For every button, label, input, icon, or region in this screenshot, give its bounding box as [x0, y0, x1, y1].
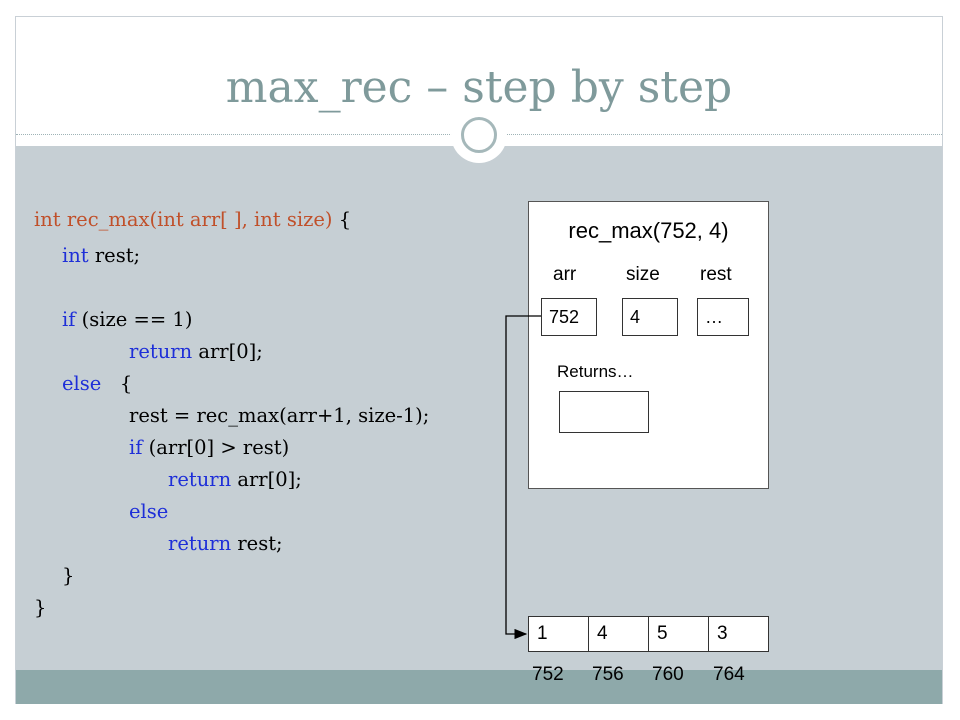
code-text: }	[62, 564, 75, 587]
code-line: else {	[62, 368, 132, 399]
code-text: {	[338, 208, 352, 231]
stack-frame-box	[528, 201, 769, 489]
memory-address-0: 752	[532, 664, 564, 685]
var-label-size: size	[626, 264, 660, 285]
code-keyword: int	[62, 244, 89, 267]
code-text: rest;	[88, 244, 141, 267]
code-text: rest = rec_max(arr+1, size-1);	[129, 404, 430, 427]
content-area	[16, 146, 942, 670]
code-keyword: return	[168, 468, 232, 491]
code-line: return rest;	[168, 528, 283, 559]
code-line: if (size == 1)	[62, 304, 192, 335]
memory-cell-3: 3	[708, 616, 769, 652]
code-keyword: if	[62, 308, 76, 331]
code-line: rest = rec_max(arr+1, size-1);	[129, 400, 429, 431]
footer-bar	[16, 670, 942, 704]
code-text: (arr[0] > rest)	[142, 436, 290, 459]
memory-cell-0: 1	[528, 616, 589, 652]
code-line: if (arr[0] > rest)	[129, 432, 289, 463]
returns-label: Returns…	[557, 362, 634, 381]
code-line: }	[62, 560, 74, 591]
var-label-rest: rest	[700, 264, 732, 285]
memory-cell-1: 4	[588, 616, 649, 652]
code-text: rest;	[231, 532, 283, 555]
code-text: (size == 1)	[75, 308, 193, 331]
var-cell-arr: 752	[541, 298, 597, 336]
code-text: }	[34, 596, 47, 619]
code-keyword: return	[129, 340, 193, 363]
code-keyword: else	[62, 372, 102, 395]
code-line: return arr[0];	[168, 464, 302, 495]
code-text: {	[101, 372, 133, 395]
var-cell-size: 4	[622, 298, 678, 336]
code-text: arr[0];	[192, 340, 263, 363]
memory-cell-2: 5	[648, 616, 709, 652]
code-line: int rest;	[62, 240, 140, 271]
code-text: arr[0];	[231, 468, 302, 491]
slide-title: max_rec – step by step	[225, 62, 733, 113]
code-keyword: if	[129, 436, 143, 459]
return-value-box	[559, 391, 649, 433]
code-line: }	[34, 592, 46, 623]
memory-address-1: 756	[592, 664, 624, 685]
code-line: return arr[0];	[129, 336, 263, 367]
var-label-arr: arr	[553, 264, 577, 285]
memory-address-2: 760	[652, 664, 684, 685]
code-keyword: return	[168, 532, 232, 555]
code-line: int rec_max(int arr[ ], int size) {	[34, 204, 351, 235]
code-line: else	[129, 496, 168, 527]
var-cell-rest: …	[697, 298, 749, 336]
decorative-ring-inner-icon	[461, 117, 497, 153]
memory-address-3: 764	[713, 664, 745, 685]
code-keyword: int rec_max(int arr[ ], int size)	[34, 208, 339, 231]
code-keyword: else	[129, 500, 169, 523]
stack-frame-title: rec_max(752, 4)	[568, 218, 729, 243]
